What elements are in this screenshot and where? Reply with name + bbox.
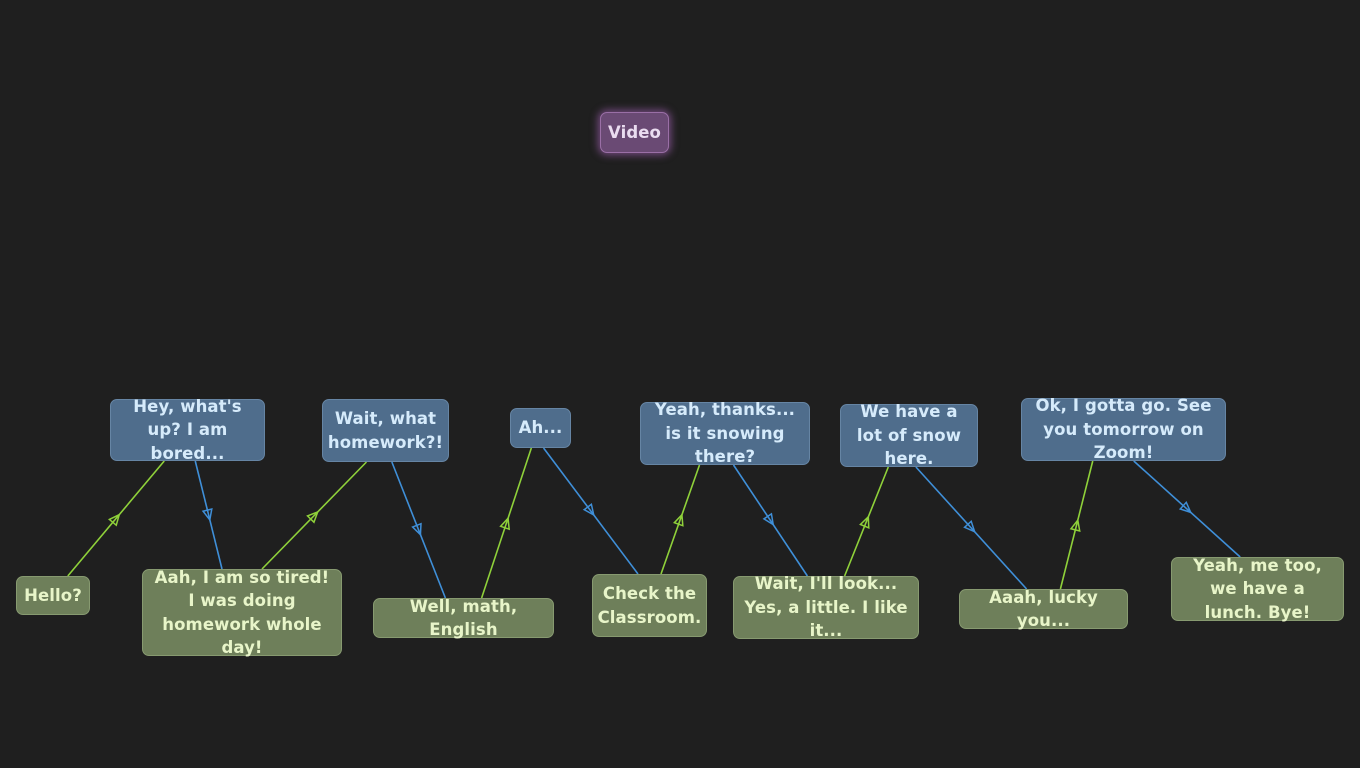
edge-classroom-to-snowing <box>660 464 701 575</box>
node-lucky[interactable]: Aaah, lucky you... <box>959 588 1128 630</box>
edge-tired-to-wait_what <box>261 461 368 570</box>
arrowhead-icon <box>762 512 775 527</box>
arrowhead-icon <box>201 508 213 522</box>
node-hello[interactable]: Hello? <box>16 576 90 615</box>
arrowhead-icon <box>107 513 121 527</box>
edge-math-to-ah <box>480 447 533 599</box>
arrowhead-icon <box>963 519 976 534</box>
edge-lucky-to-gotta_go <box>1059 460 1094 590</box>
edge-hello-to-hey <box>67 460 165 577</box>
arrowhead-icon <box>306 510 319 524</box>
node-video[interactable]: Video <box>600 112 669 153</box>
arrowhead-icon <box>1069 518 1081 532</box>
node-tired[interactable]: Aah, I am so tired! I was doing homework… <box>142 568 342 657</box>
node-snowing[interactable]: Yeah, thanks... is it snowing there? <box>640 400 810 466</box>
node-lunch[interactable]: Yeah, me too, we have a lunch. Bye! <box>1171 556 1344 622</box>
edge-wait_what-to-math <box>391 461 447 599</box>
arrowhead-icon <box>672 513 684 527</box>
node-look[interactable]: Wait, I'll look... Yes, a little. I like… <box>733 574 919 640</box>
edge-hey-to-tired <box>194 460 223 570</box>
node-classroom[interactable]: Check the Classroom. <box>592 574 707 637</box>
edge-lot_of_snow-to-lucky <box>915 466 1028 590</box>
node-gotta-go[interactable]: Ok, I gotta go. See you tomorrow on Zoom… <box>1021 396 1226 462</box>
node-lot-of-snow[interactable]: We have a lot of snow here. <box>840 402 978 468</box>
arrowhead-icon <box>859 515 870 529</box>
edge-gotta_go-to-lunch <box>1133 460 1241 558</box>
node-wait-what[interactable]: Wait, what homework?! <box>322 399 449 462</box>
arrowhead-icon <box>1178 500 1193 514</box>
edge-snowing-to-look <box>732 464 809 577</box>
node-hey[interactable]: Hey, what's up? I am bored... <box>110 397 265 463</box>
arrowhead-icon <box>582 503 595 517</box>
edge-ah-to-classroom <box>542 447 639 575</box>
node-ah[interactable]: Ah... <box>510 408 571 448</box>
edge-look-to-lot_of_snow <box>843 466 890 577</box>
node-math[interactable]: Well, math, English <box>373 597 554 639</box>
arrowhead-icon <box>411 522 422 537</box>
arrowhead-icon <box>499 516 511 531</box>
